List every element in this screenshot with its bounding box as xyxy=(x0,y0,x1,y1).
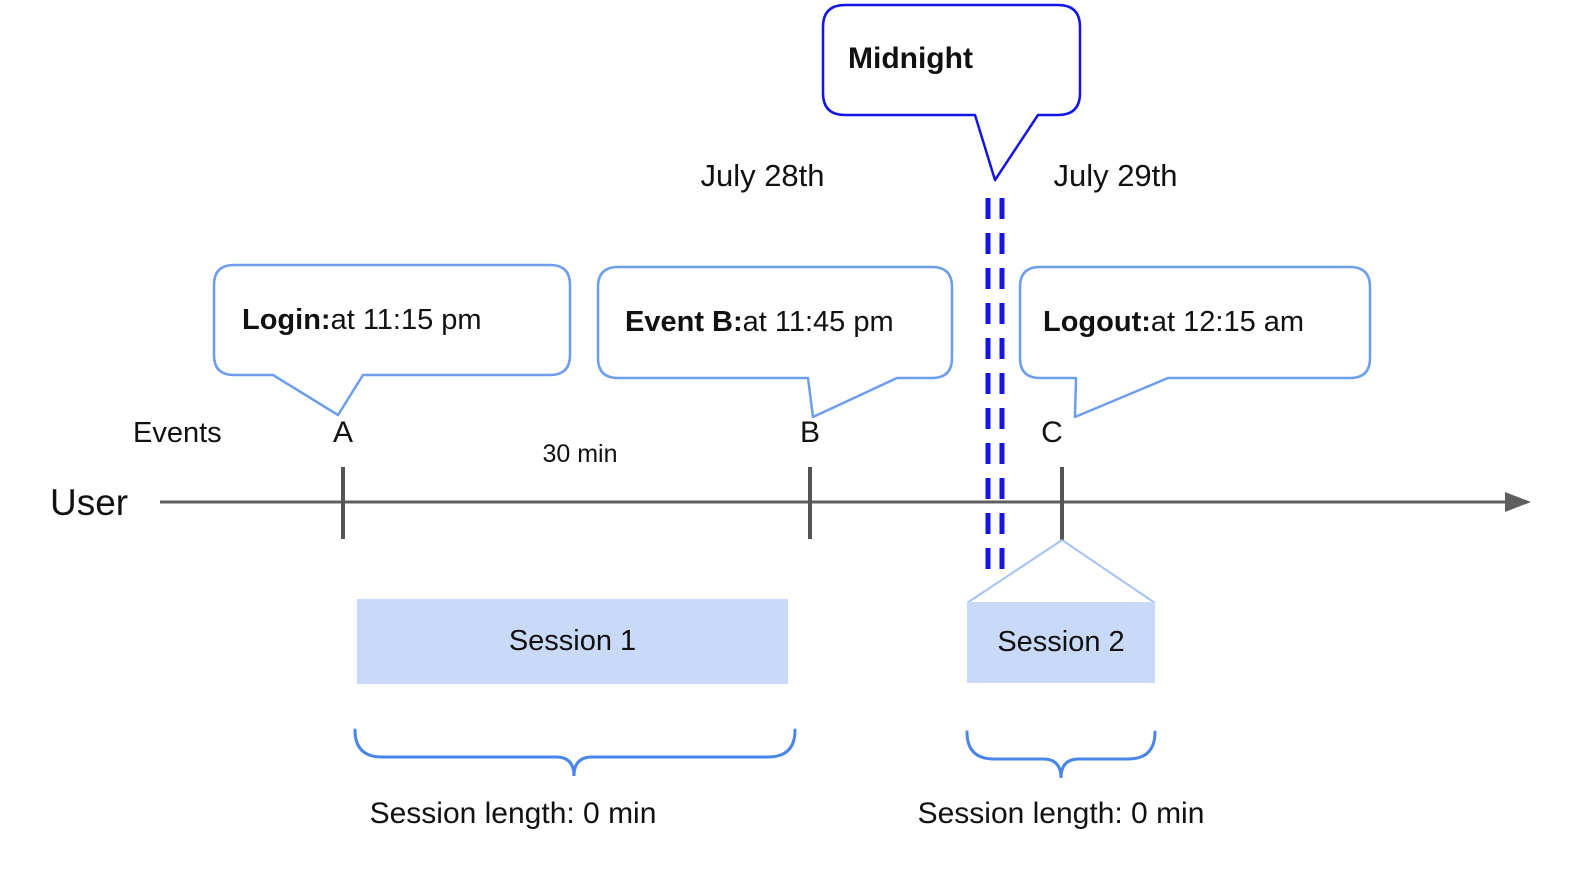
midnight-callout-label: Midnight xyxy=(848,42,973,75)
login-callout-time: at 11:15 pm xyxy=(330,304,482,336)
login-callout-label: Login: at 11:15 pm xyxy=(214,265,598,376)
session-1-label: Session 1 xyxy=(508,625,637,657)
session-2-label: Session 2 xyxy=(997,626,1125,658)
event-b-callout-prefix: Event B: xyxy=(625,306,743,338)
midnight-bubble-shape xyxy=(821,3,1082,182)
event-marker-c: C xyxy=(1041,416,1063,449)
interval-label-30-min: 30 min xyxy=(542,440,618,468)
events-row-label: Events xyxy=(133,417,222,449)
logout-callout-label: Logout: at 12:15 am xyxy=(1020,267,1393,378)
event-marker-b: B xyxy=(799,416,820,449)
session-2-box: Session 2 xyxy=(967,602,1155,683)
event-b-callout-label: Event B: at 11:45 pm xyxy=(598,267,979,378)
session-2-length-label: Session length: 0 min xyxy=(917,797,1205,830)
timeline-arrowhead-icon xyxy=(1505,492,1531,512)
event-b-bubble-shape xyxy=(596,265,954,419)
logout-callout-time: at 12:15 am xyxy=(1150,306,1305,338)
login-callout-prefix: Login: xyxy=(242,304,331,336)
session2-projection-line-left xyxy=(966,539,1063,604)
date-label-july-28: July 28th xyxy=(700,158,825,193)
event-marker-a: A xyxy=(332,416,353,449)
session-1-box: Session 1 xyxy=(357,599,788,684)
date-label-july-29: July 29th xyxy=(1053,158,1178,193)
user-row-label: User xyxy=(50,482,129,523)
session2-projection-line-right xyxy=(1061,539,1156,604)
session1-brace xyxy=(353,728,797,777)
session-1-length-label: Session length: 0 min xyxy=(369,797,657,830)
logout-bubble-shape xyxy=(1018,265,1372,419)
session2-brace xyxy=(965,730,1157,779)
login-bubble-shape xyxy=(212,263,572,417)
event-b-callout-time: at 11:45 pm xyxy=(742,306,894,338)
logout-callout-prefix: Logout: xyxy=(1043,306,1151,338)
